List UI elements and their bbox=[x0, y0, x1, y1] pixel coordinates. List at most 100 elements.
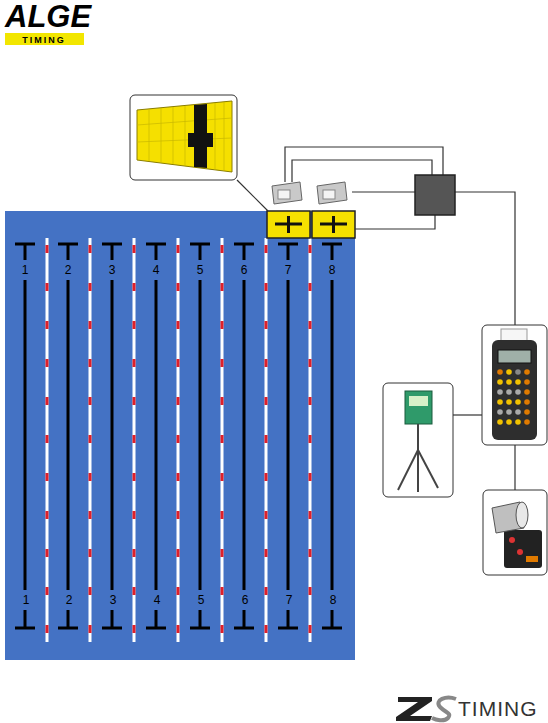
lane-line bbox=[234, 627, 254, 630]
display-screen bbox=[405, 391, 432, 424]
keypad bbox=[497, 369, 530, 425]
timer-device bbox=[482, 325, 547, 445]
lane-line bbox=[111, 244, 114, 260]
timer-screen bbox=[498, 350, 531, 363]
key bbox=[497, 389, 503, 395]
lane-number: 5 bbox=[198, 594, 205, 606]
lane-line bbox=[58, 243, 78, 246]
lane-line bbox=[199, 244, 202, 260]
lane-line bbox=[243, 280, 246, 590]
lane-line bbox=[67, 244, 70, 260]
lane-line bbox=[155, 244, 158, 260]
lane-rope bbox=[89, 238, 92, 642]
lane-number: 7 bbox=[286, 594, 293, 606]
photocell bbox=[272, 182, 302, 204]
lane-line bbox=[243, 244, 246, 260]
lane-line bbox=[102, 627, 122, 630]
lane-rope bbox=[177, 238, 180, 642]
key bbox=[515, 409, 521, 415]
lane-line bbox=[199, 280, 202, 590]
key bbox=[506, 409, 512, 415]
key bbox=[506, 389, 512, 395]
start-device bbox=[483, 490, 547, 575]
lane-line bbox=[58, 627, 78, 630]
lane-line bbox=[155, 280, 158, 590]
lane-rope bbox=[309, 238, 312, 642]
lane-line bbox=[15, 243, 35, 246]
logo-z bbox=[396, 697, 432, 721]
photocell bbox=[317, 182, 347, 204]
key bbox=[524, 389, 530, 395]
wire bbox=[355, 215, 435, 229]
lane-line bbox=[24, 244, 27, 260]
lane-line bbox=[243, 610, 246, 628]
lane-number: 8 bbox=[329, 264, 336, 276]
lane-line bbox=[287, 280, 290, 590]
horn-mouth bbox=[516, 502, 528, 528]
lane-line bbox=[331, 610, 334, 628]
key bbox=[497, 369, 503, 375]
touch-pad bbox=[312, 211, 355, 238]
lane-line bbox=[331, 244, 334, 260]
lane-line bbox=[146, 627, 166, 630]
timer-body bbox=[492, 340, 537, 440]
touch-pad bbox=[267, 211, 310, 238]
lane-line bbox=[322, 627, 342, 630]
wire bbox=[292, 160, 432, 182]
pad-mark bbox=[287, 216, 290, 233]
photocell-lens bbox=[323, 190, 335, 199]
lane-number: 5 bbox=[197, 264, 204, 276]
wire bbox=[514, 445, 515, 490]
lane-number: 7 bbox=[285, 264, 292, 276]
pad-mark bbox=[332, 216, 335, 233]
lane-line bbox=[287, 244, 290, 260]
lane-line bbox=[24, 280, 27, 590]
display-board bbox=[383, 383, 453, 497]
lane-line bbox=[155, 610, 158, 628]
lane-rope bbox=[46, 238, 49, 642]
device-label bbox=[526, 556, 538, 562]
lane-number: 2 bbox=[65, 264, 72, 276]
junction-box bbox=[415, 175, 455, 215]
lane-line bbox=[190, 627, 210, 630]
lane-line bbox=[102, 243, 122, 246]
key bbox=[497, 399, 503, 405]
lane-line bbox=[190, 243, 210, 246]
key bbox=[524, 379, 530, 385]
lane-line bbox=[111, 280, 114, 590]
lane-line bbox=[199, 610, 202, 628]
lane-line bbox=[24, 610, 27, 628]
photocell bbox=[317, 182, 347, 204]
wire bbox=[352, 191, 415, 192]
lane-number: 1 bbox=[23, 594, 30, 606]
device-button bbox=[517, 549, 523, 555]
pool bbox=[5, 211, 355, 660]
lane-rope-marker bbox=[309, 245, 312, 642]
pad-stripe bbox=[188, 133, 213, 147]
lane-line bbox=[111, 610, 114, 628]
pad-grid bbox=[137, 102, 232, 171]
zs-logo bbox=[396, 697, 456, 721]
key bbox=[497, 419, 503, 425]
lane-line bbox=[278, 627, 298, 630]
key bbox=[497, 409, 503, 415]
key bbox=[506, 419, 512, 425]
tripod bbox=[398, 424, 438, 492]
lane-rope-marker bbox=[221, 245, 224, 642]
key bbox=[515, 369, 521, 375]
lane-number: 6 bbox=[241, 264, 248, 276]
device-frame bbox=[383, 383, 453, 497]
lane-number: 3 bbox=[110, 594, 117, 606]
device-frame bbox=[482, 325, 547, 445]
lane-rope-marker bbox=[133, 245, 136, 642]
device-button bbox=[509, 537, 515, 543]
logo-text: TIMING bbox=[22, 35, 66, 44]
key bbox=[515, 389, 521, 395]
lane-line bbox=[67, 280, 70, 590]
lane-number: 1 bbox=[22, 264, 29, 276]
lane-rope bbox=[133, 238, 136, 642]
key bbox=[515, 379, 521, 385]
lane-rope-marker bbox=[265, 245, 268, 642]
